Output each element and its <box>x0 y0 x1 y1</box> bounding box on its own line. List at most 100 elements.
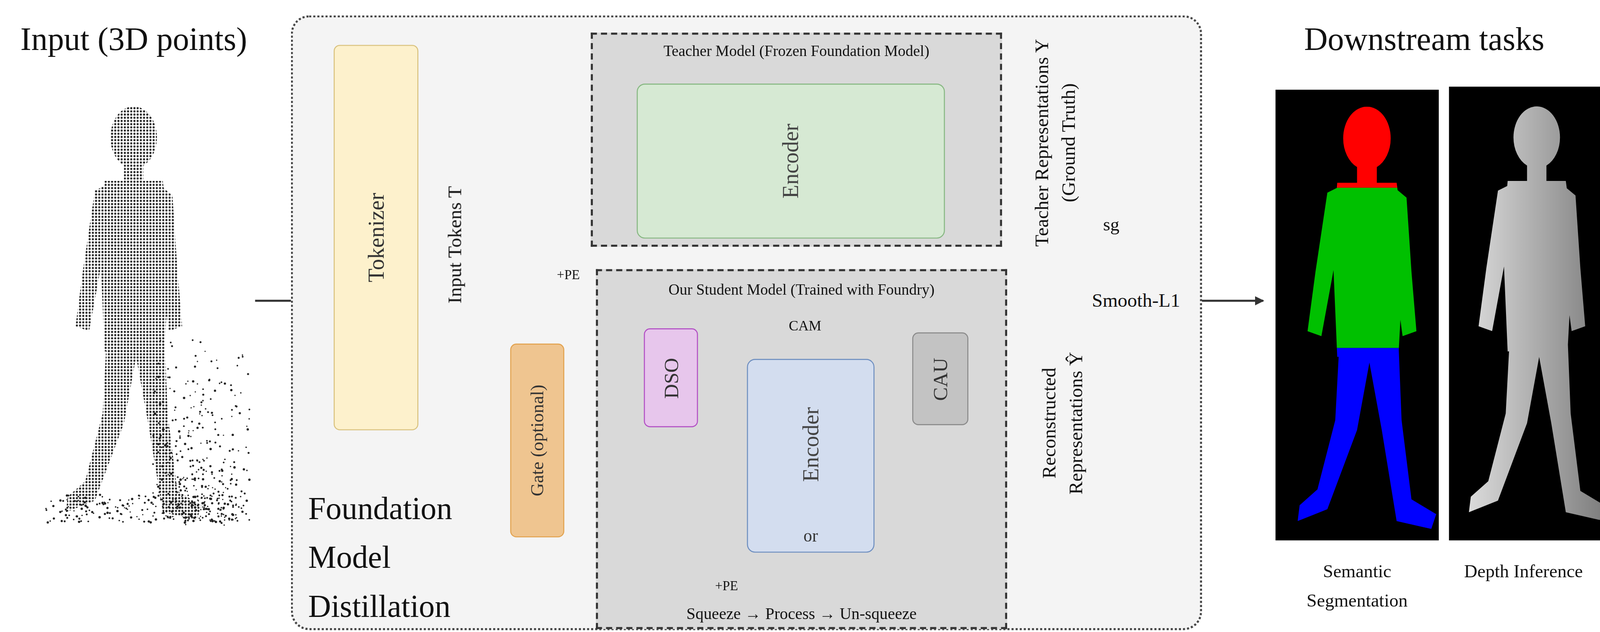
point <box>187 518 190 520</box>
point <box>214 521 218 524</box>
point <box>233 466 236 470</box>
point <box>234 514 237 516</box>
point <box>122 505 125 508</box>
point <box>225 487 227 489</box>
point <box>128 505 130 508</box>
point <box>202 459 204 461</box>
point <box>72 519 75 521</box>
point <box>191 473 194 476</box>
encoder-box: Encoder <box>636 83 946 239</box>
gate-box: Gate (optional) <box>510 344 564 539</box>
point <box>175 483 177 485</box>
point <box>208 440 211 443</box>
point <box>88 510 91 512</box>
point <box>182 512 185 515</box>
point <box>196 426 199 429</box>
point <box>221 475 223 477</box>
point <box>191 473 194 476</box>
point <box>219 520 222 523</box>
point <box>156 484 158 486</box>
point <box>194 496 197 499</box>
point <box>189 466 192 468</box>
point <box>243 492 246 495</box>
point <box>223 382 226 386</box>
point <box>46 521 49 524</box>
point <box>66 499 69 501</box>
point <box>176 476 179 479</box>
point <box>240 507 243 510</box>
node-text: Encoder <box>797 407 825 482</box>
point <box>201 478 204 481</box>
point <box>211 487 213 489</box>
node-text: Our Student Model (Trained with Foundry) <box>598 281 1006 299</box>
point <box>184 383 187 385</box>
point <box>200 497 204 500</box>
point <box>106 507 109 510</box>
point <box>194 496 197 499</box>
point <box>246 469 248 472</box>
pe-label: +PE <box>714 578 738 595</box>
point <box>194 496 196 498</box>
point <box>229 466 232 468</box>
point <box>209 497 213 501</box>
point <box>162 506 164 508</box>
point <box>138 497 141 500</box>
point <box>231 506 234 509</box>
point <box>178 481 181 484</box>
point <box>165 515 167 517</box>
point <box>166 427 169 429</box>
point <box>181 500 185 503</box>
representation-label: Teacher Representations Y (Ground Truth) <box>1028 10 1081 276</box>
point <box>211 519 214 522</box>
point <box>163 444 166 448</box>
point <box>152 503 154 506</box>
point <box>196 360 198 363</box>
point <box>52 517 55 520</box>
point <box>234 504 237 507</box>
point <box>200 485 204 488</box>
point <box>209 494 212 498</box>
point <box>206 457 208 460</box>
point <box>248 479 251 482</box>
point <box>118 519 121 522</box>
point <box>169 388 171 390</box>
point <box>199 341 202 344</box>
point <box>171 345 174 348</box>
point <box>186 416 189 420</box>
point <box>109 512 111 515</box>
point <box>234 405 237 408</box>
point <box>216 367 219 370</box>
point <box>62 500 65 503</box>
point <box>230 495 233 498</box>
point <box>211 496 213 498</box>
point <box>186 491 188 493</box>
point <box>143 520 146 523</box>
point <box>183 418 186 421</box>
point <box>223 503 226 506</box>
point <box>191 339 194 342</box>
point <box>155 506 157 508</box>
point <box>190 421 193 423</box>
point <box>193 516 196 520</box>
point <box>138 518 140 520</box>
point <box>152 444 155 446</box>
point <box>172 508 174 510</box>
heading: Input (3D points) <box>20 20 248 59</box>
point <box>224 458 226 461</box>
point <box>194 366 197 369</box>
point <box>201 415 203 417</box>
point <box>103 513 107 516</box>
point <box>195 471 198 473</box>
point <box>234 497 237 500</box>
point <box>204 350 206 353</box>
point <box>152 463 154 466</box>
point <box>200 404 202 407</box>
point <box>101 502 104 505</box>
point <box>153 392 155 395</box>
point <box>199 411 202 414</box>
point <box>171 480 174 483</box>
point <box>248 408 251 411</box>
point <box>194 506 197 510</box>
point <box>204 485 207 489</box>
point <box>191 465 195 468</box>
